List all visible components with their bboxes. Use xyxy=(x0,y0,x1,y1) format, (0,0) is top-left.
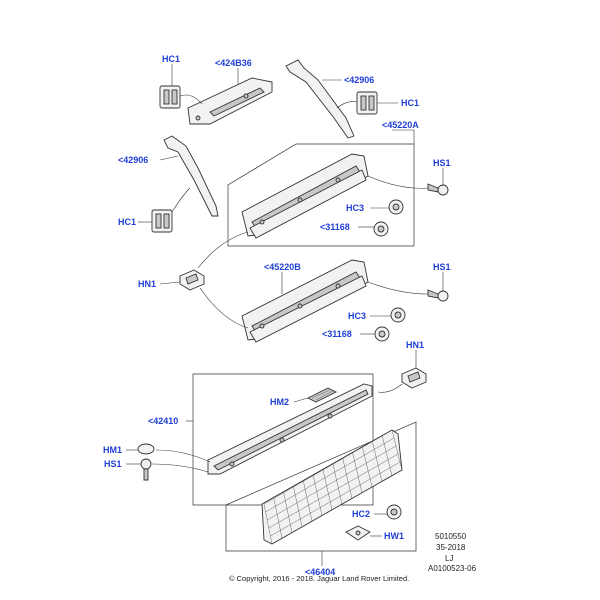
callout-42906-top[interactable]: <42906 xyxy=(344,75,374,85)
callout-45220b[interactable]: <45220B xyxy=(264,262,301,272)
callout-hc1-top[interactable]: HC1 xyxy=(162,54,180,64)
callout-hn1-b[interactable]: HN1 xyxy=(406,340,424,350)
callout-hc3-b[interactable]: HC3 xyxy=(348,311,366,321)
callout-424b36[interactable]: <424B36 xyxy=(215,58,252,68)
group-box-46404 xyxy=(225,421,417,552)
code-5010550: 5010550 xyxy=(435,532,467,541)
mesh-net-46404 xyxy=(261,429,403,545)
screw-hs1-b xyxy=(427,289,449,302)
pad-hm2 xyxy=(306,387,338,403)
callout-hc1-left[interactable]: HC1 xyxy=(118,217,136,227)
cap-hm1 xyxy=(137,443,155,455)
callout-45220a[interactable]: <45220A xyxy=(382,120,419,130)
trim-424b36 xyxy=(187,77,273,125)
clip-hc1-right xyxy=(356,91,378,115)
callout-42906-left[interactable]: <42906 xyxy=(118,155,148,165)
code-35-2018: 35-2018 xyxy=(436,543,466,552)
group-box-42410 xyxy=(192,373,374,506)
clip-hc1-left xyxy=(151,209,173,233)
code-a0100523: A0100523-06 xyxy=(428,564,477,573)
callout-hs1-c[interactable]: HS1 xyxy=(104,459,122,469)
callout-hc1-right[interactable]: HC1 xyxy=(401,98,419,108)
callout-31168-a[interactable]: <31168 xyxy=(320,222,350,232)
nut-hn1-b xyxy=(401,367,427,389)
clip-hc3-b xyxy=(390,307,406,323)
callout-hw1[interactable]: HW1 xyxy=(384,531,404,541)
screw-hs1-a xyxy=(427,183,449,196)
screw-hs1-c xyxy=(140,458,152,481)
callout-hs1-a[interactable]: HS1 xyxy=(433,158,451,168)
clip-hc1-top xyxy=(159,85,181,109)
washer-hw1 xyxy=(345,525,371,541)
callout-46404[interactable]: <46404 xyxy=(305,567,335,577)
clip-31168-a xyxy=(373,221,389,237)
pillar-trim-42906-left xyxy=(163,135,219,217)
clip-31168-b xyxy=(374,326,390,342)
sill-panel-45220b xyxy=(241,259,369,343)
nut-hn1-a xyxy=(179,269,205,291)
clip-hc3-a xyxy=(388,199,404,215)
callout-42410[interactable]: <42410 xyxy=(148,416,178,426)
group-box-45220a xyxy=(227,143,415,247)
callout-31168-b[interactable]: <31168 xyxy=(322,329,352,339)
callout-hs1-b[interactable]: HS1 xyxy=(433,262,451,272)
callout-hn1-a[interactable]: HN1 xyxy=(138,279,156,289)
pillar-trim-42906-top xyxy=(285,59,355,139)
sill-trim-42410 xyxy=(207,383,373,475)
callout-hm2[interactable]: HM2 xyxy=(270,397,289,407)
callout-hm1[interactable]: HM1 xyxy=(103,445,122,455)
code-lj: LJ xyxy=(445,554,453,563)
clip-hc2 xyxy=(386,504,402,520)
copyright: © Copyright, 2016 - 2018. Jaguar Land Ro… xyxy=(229,574,409,583)
callout-hc2[interactable]: HC2 xyxy=(352,509,370,519)
callout-hc3-a[interactable]: HC3 xyxy=(346,203,364,213)
sill-panel-45220a xyxy=(241,153,369,239)
